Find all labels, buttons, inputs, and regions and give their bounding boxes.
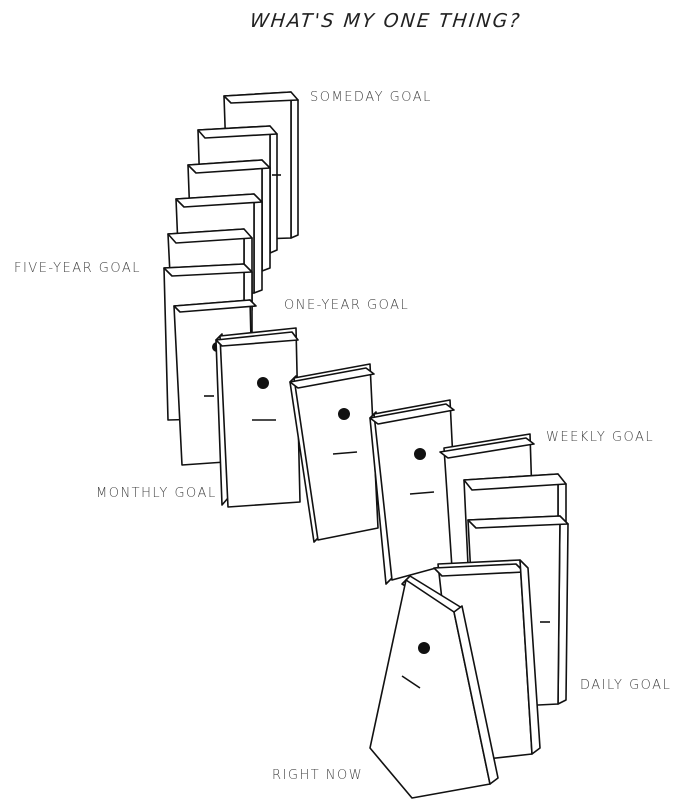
domino-right-now [369,575,499,799]
label-someday-goal: SOMEDAY GOAL [310,90,432,105]
domino-pip [414,448,426,460]
label-one-year-goal: ONE-YEAR GOAL [284,298,410,313]
domino-middle-2 [369,399,459,585]
domino-pip [257,377,269,389]
domino-pip [338,408,350,420]
label-weekly-goal: WEEKLY GOAL [546,430,655,445]
domino-dash [401,675,421,689]
domino-dash [409,491,435,495]
label-five-year-goal: FIVE-YEAR GOAL [14,261,141,276]
domino-middle [289,363,379,543]
domino-monthly [215,327,301,508]
label-monthly-goal: MONTHLY GOAL [96,486,217,501]
label-right-now: RIGHT NOW [272,768,364,783]
label-daily-goal: DAILY GOAL [580,678,672,693]
domino-pip [418,642,430,654]
domino-dash [332,451,358,455]
